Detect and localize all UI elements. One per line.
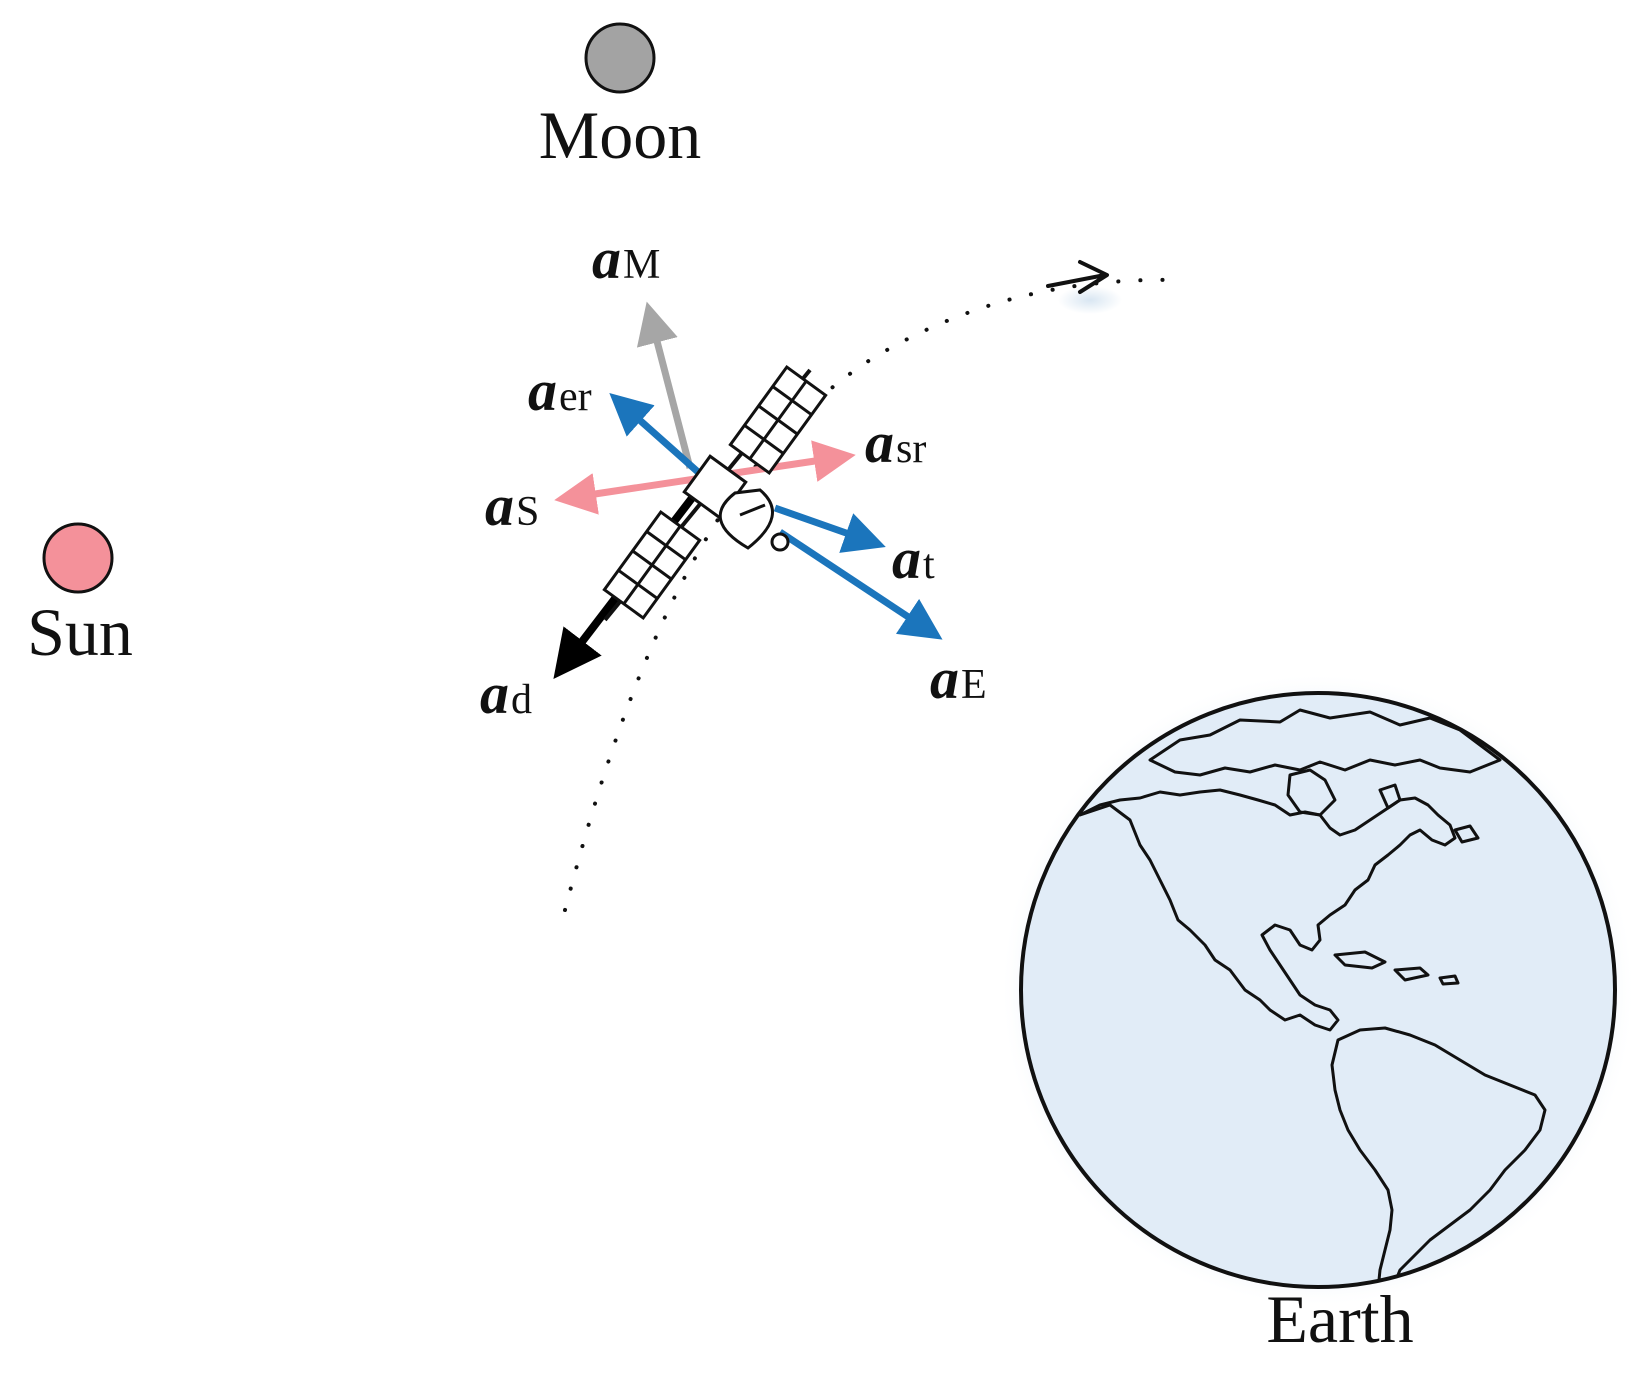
- orbit-arrow-glow: [1058, 286, 1122, 314]
- continents-icon: [1078, 708, 1547, 1287]
- sun-label: Sun: [27, 594, 133, 670]
- label-a-er: aer: [528, 358, 592, 423]
- label-a-t: at: [892, 526, 935, 591]
- label-a-m: aM: [592, 226, 660, 291]
- earth-globe: [1019, 691, 1617, 1289]
- label-a-d: ad: [480, 661, 532, 726]
- label-a-e: aE: [930, 646, 987, 711]
- vector-arrow-a-er: [609, 393, 701, 475]
- sun-circle: [42, 522, 114, 594]
- vector-arrow-a-e: [778, 529, 943, 640]
- sun: Sun: [27, 522, 133, 670]
- label-a-sr: asr: [865, 410, 926, 475]
- moon-label: Moon: [539, 97, 701, 173]
- satellite-icon: [602, 364, 828, 622]
- label-a-s: aS: [485, 473, 539, 538]
- moon: Moon: [539, 22, 701, 173]
- orbit-direction-arrow-icon: [1046, 260, 1109, 294]
- earth: Earth: [1000, 672, 1636, 1357]
- vector-arrow-a-t: [773, 504, 886, 553]
- orbit-path: [563, 277, 1177, 912]
- moon-circle: [584, 22, 656, 94]
- earth-label: Earth: [1266, 1281, 1413, 1357]
